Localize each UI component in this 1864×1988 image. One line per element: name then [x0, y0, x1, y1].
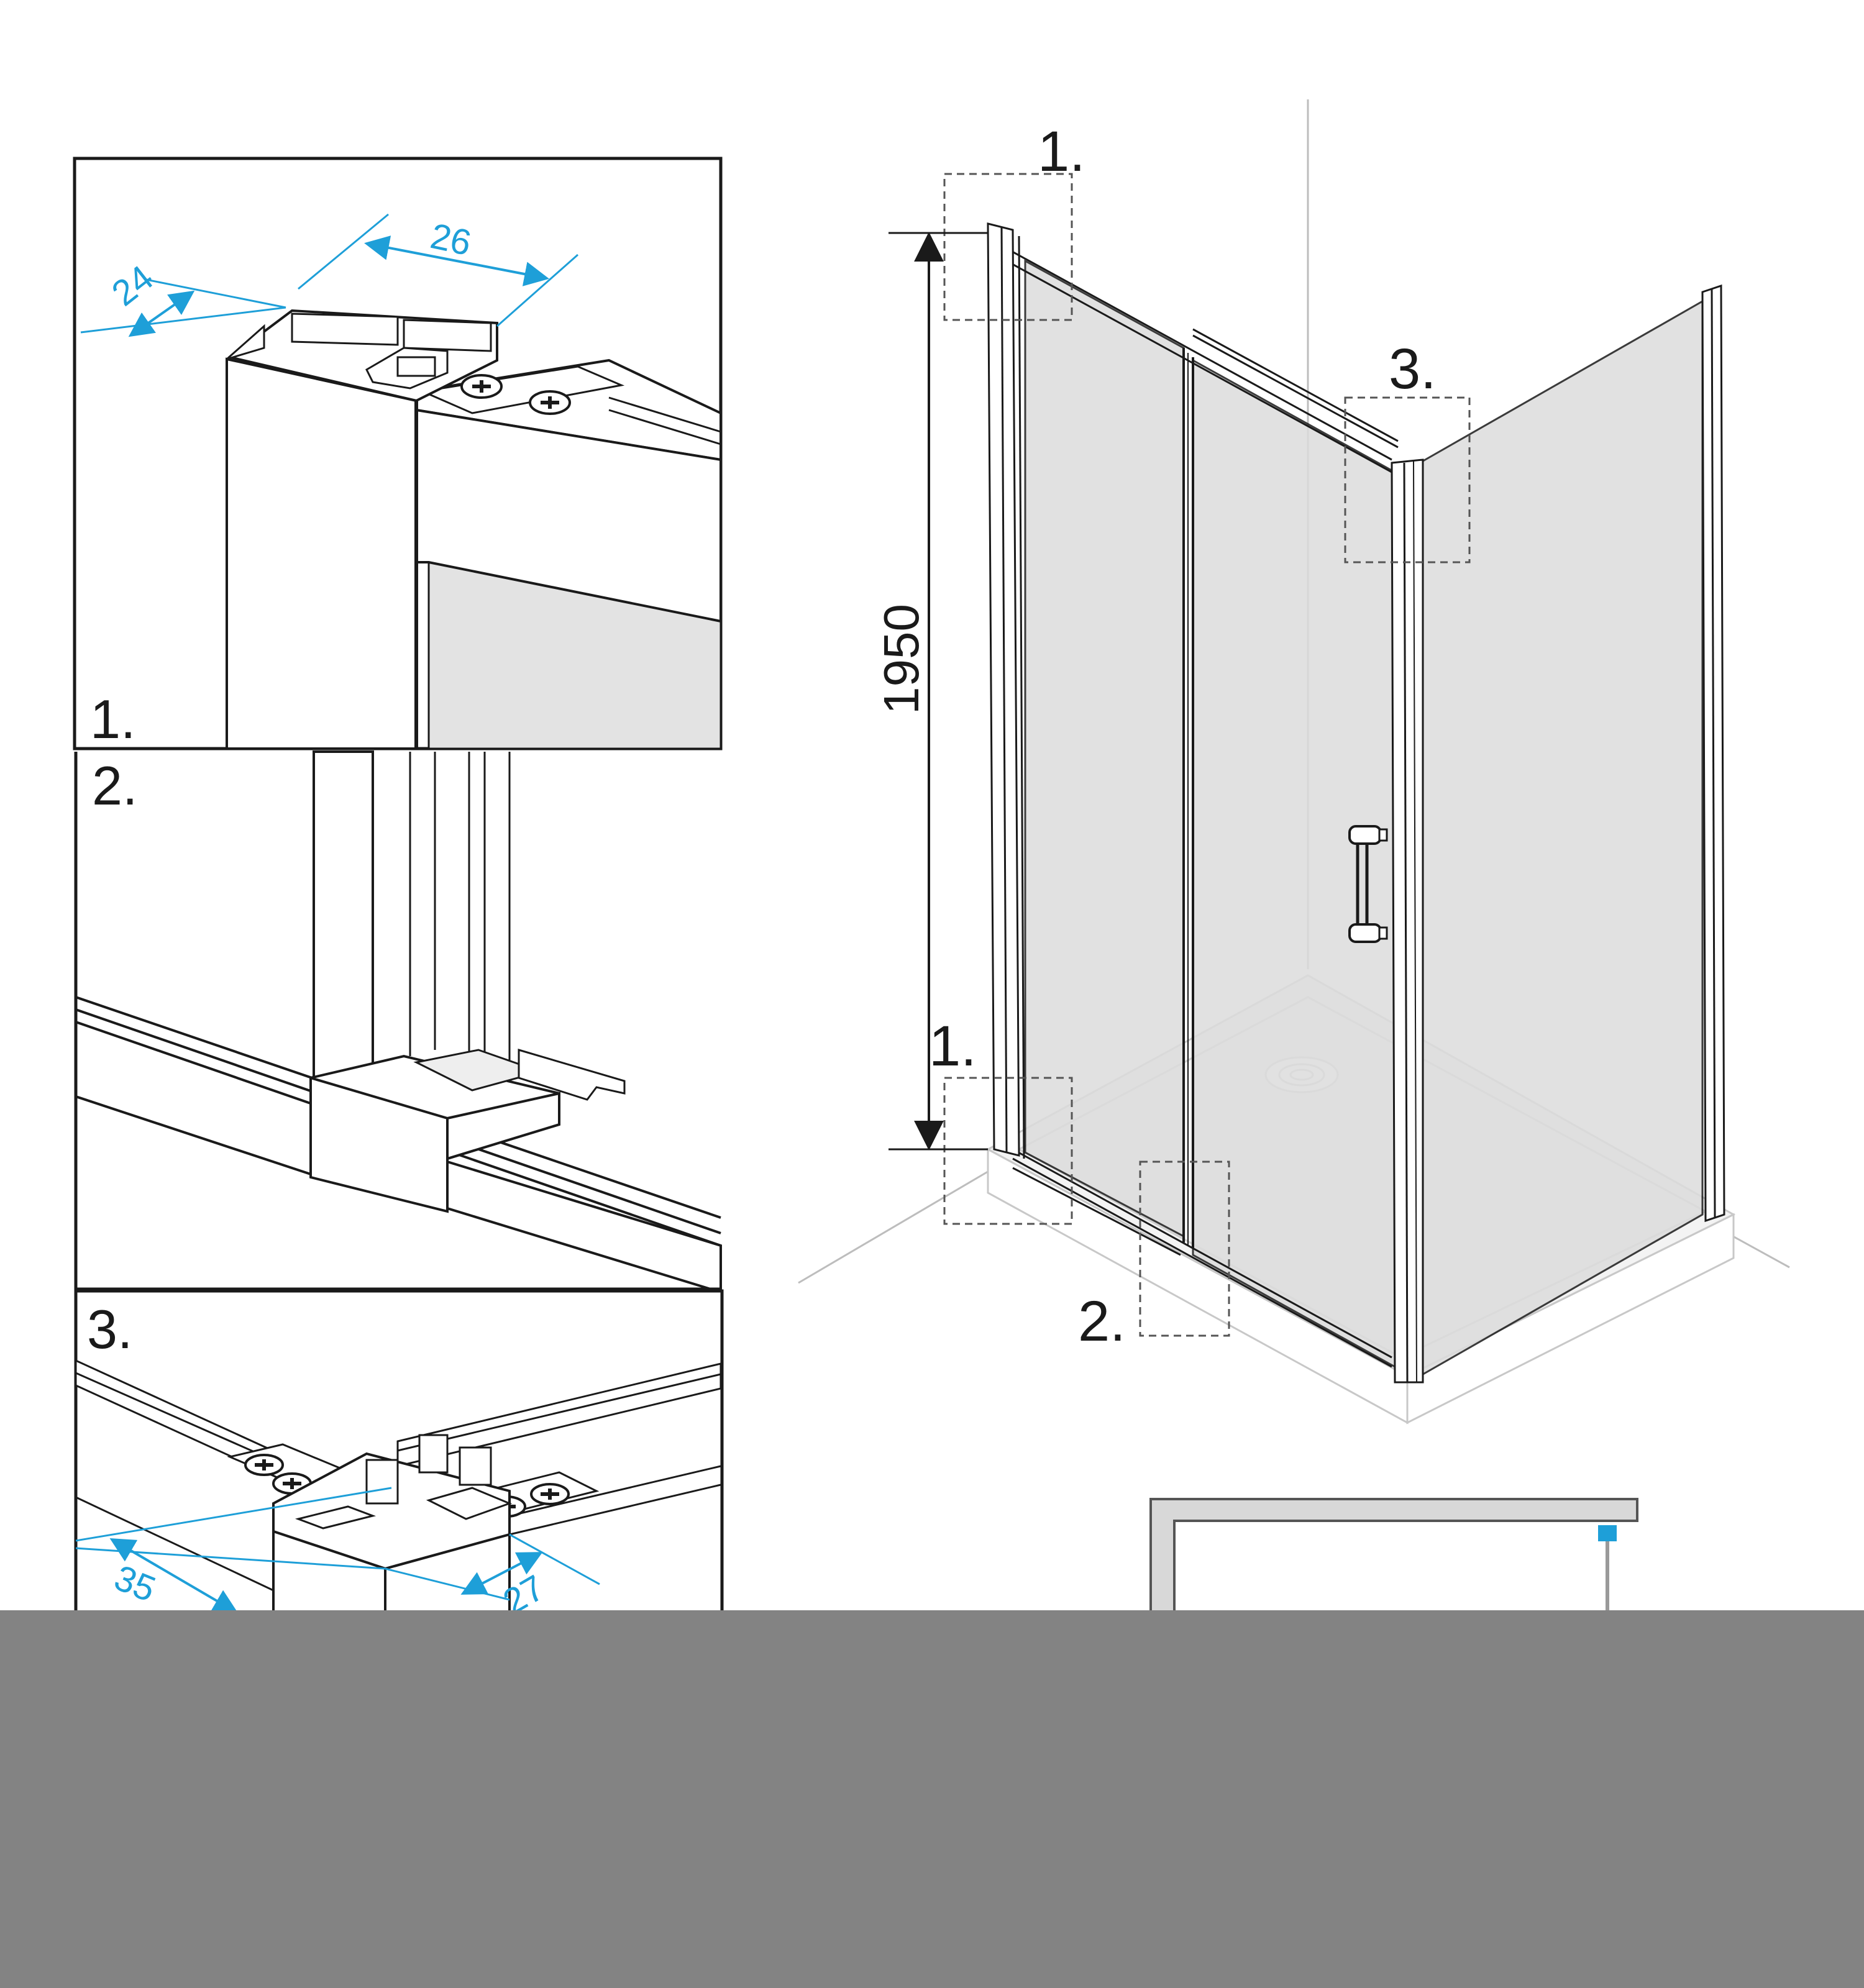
svg-text:26: 26: [427, 216, 475, 263]
detail-panel-1: 24 26 1.: [73, 157, 723, 750]
front-glass-panels: [987, 222, 1424, 1384]
dimension-26: 26: [298, 213, 578, 327]
detail-label-2: 2.: [92, 755, 137, 816]
callout-box-1-top: [943, 173, 1073, 321]
screw-1: [460, 374, 503, 399]
svg-text:1950: 1950: [874, 604, 929, 714]
screw-2: [529, 390, 571, 415]
detail-label-1: 1.: [90, 688, 135, 750]
side-glass-panel: [1419, 284, 1725, 1378]
door-handle-icon: [1348, 825, 1388, 943]
callout-label-3: 3.: [1389, 337, 1437, 401]
detail-panel-2: 2.: [74, 750, 722, 1295]
detail-panel-3: 35 27 3.: [74, 1289, 724, 1622]
shower-enclosure-view: 1950 1. 3. 1. 2.: [798, 99, 1790, 1425]
plan-view: [1149, 1498, 1638, 1616]
callout-label-1-top: 1.: [1038, 120, 1085, 183]
height-dimension: 1950: [874, 232, 988, 1151]
detail-label-3: 3.: [87, 1298, 132, 1360]
footer-band: [0, 1610, 1864, 1988]
callout-box-2: [1139, 1160, 1230, 1337]
callout-label-1-bottom: 1.: [929, 1015, 977, 1078]
callout-box-1-bottom: [943, 1077, 1073, 1225]
callout-label-2: 2.: [1078, 1290, 1126, 1353]
callout-box-3: [1344, 396, 1471, 563]
plan-pivot-marker: [1598, 1525, 1617, 1541]
